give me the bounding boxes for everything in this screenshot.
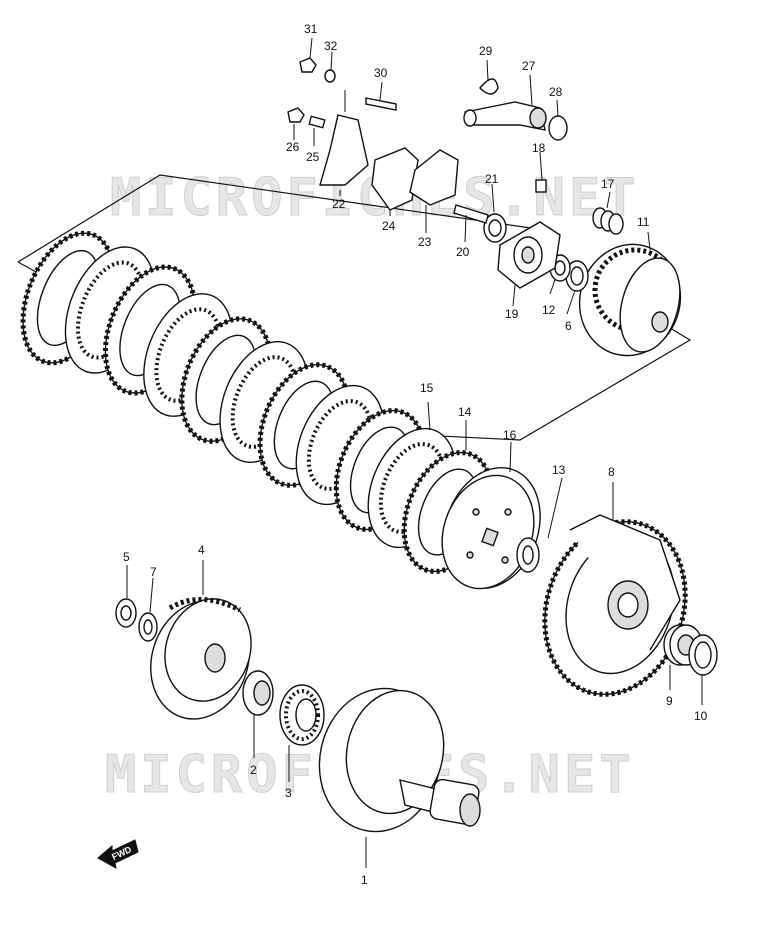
clutch-outer-11 [578, 243, 682, 357]
pin-20 [453, 204, 489, 224]
callout-5: 5 [123, 550, 130, 564]
bracket-22 [319, 114, 369, 186]
callout-26: 26 [286, 140, 300, 154]
callout-18: 18 [532, 141, 546, 155]
spring-17 [592, 207, 624, 235]
pressure-plate [441, 466, 541, 590]
clutch-plate-stack [20, 230, 495, 574]
callout-6: 6 [565, 319, 572, 333]
nut-26 [287, 107, 305, 123]
nut-31 [299, 57, 317, 73]
callout-12: 12 [542, 303, 556, 317]
leader-lines [126, 37, 703, 868]
callout-1: 1 [361, 873, 368, 887]
callout-13: 13 [552, 463, 566, 477]
clutch-housing-gear [542, 514, 688, 697]
callout-16: 16 [503, 428, 517, 442]
callout-17: 17 [601, 177, 615, 191]
callout-23: 23 [418, 235, 432, 249]
callout-31: 31 [304, 22, 318, 36]
callout-27: 27 [522, 59, 536, 73]
washer-10 [688, 634, 718, 676]
release-lever-27 [463, 101, 547, 131]
callout-8: 8 [608, 465, 615, 479]
callout-10: 10 [694, 709, 708, 723]
bushing-2 [242, 670, 274, 716]
plate-stack-frame [17, 174, 546, 263]
fwd-arrow-icon: FWD [97, 839, 139, 869]
callout-28: 28 [549, 85, 563, 99]
callout-7: 7 [150, 565, 157, 579]
bolt-30 [365, 97, 397, 111]
callout-21: 21 [485, 172, 499, 186]
stud-25 [308, 115, 326, 129]
callout-15: 15 [420, 381, 434, 395]
bearing-3 [279, 684, 325, 746]
callout-20: 20 [456, 245, 470, 259]
circlip-29 [479, 78, 499, 95]
release-plate-19 [497, 221, 561, 289]
callout-30: 30 [374, 66, 388, 80]
bolt-18 [535, 179, 547, 193]
centrifugal-clutch-4 [150, 597, 252, 720]
callout-22: 22 [332, 197, 346, 211]
clutch-drum-1 [318, 687, 481, 833]
gasket-24 [371, 147, 419, 211]
callout-19: 19 [505, 307, 519, 321]
callout-25: 25 [306, 150, 320, 164]
cam-23 [409, 149, 459, 206]
washer-32 [324, 69, 336, 83]
callout-2: 2 [250, 763, 257, 777]
callout-32: 32 [324, 39, 338, 53]
callout-24: 24 [382, 219, 396, 233]
callout-4: 4 [198, 543, 205, 557]
callout-9: 9 [666, 694, 673, 708]
callout-labels: 1 2 3 4 5 6 7 8 9 10 11 12 13 14 15 16 1… [123, 22, 708, 887]
callout-3: 3 [285, 786, 292, 800]
callout-29: 29 [479, 44, 493, 58]
callout-14: 14 [458, 405, 472, 419]
oil-seal-28 [548, 115, 568, 141]
callout-11: 11 [637, 215, 650, 229]
